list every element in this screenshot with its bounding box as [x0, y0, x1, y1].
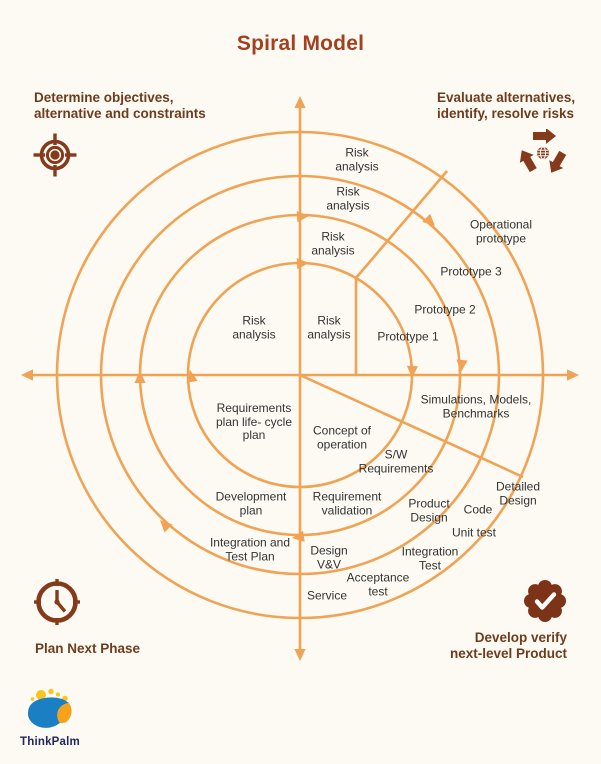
diagram-label-requirement-validation: Requirement validation	[312, 489, 382, 517]
quadrant-label-develop-verify: Develop verify next-level Product	[449, 630, 567, 661]
diagram-label-operational-prototype: Operational prototype	[469, 217, 533, 245]
diagram-label-integration-test: Integration Test	[401, 544, 459, 572]
target-icon	[33, 133, 77, 177]
diagram-label-risk-analysis-ring2: Risk analysis	[311, 229, 355, 257]
diagram-label-prototype-2: Prototype 2	[414, 302, 476, 317]
diagram-label-concept-of-operation: Concept of operation	[312, 423, 372, 451]
diagram-label-service: Service	[306, 588, 348, 603]
diagram-label-prototype-3: Prototype 3	[440, 264, 502, 279]
diagram-label-sw-requirements: S/W Requirements	[358, 447, 434, 475]
diagram-label-requirements-plan: Requirements plan life- cycle plan	[215, 400, 293, 442]
quadrant-label-plan-next-phase: Plan Next Phase	[35, 641, 141, 656]
diagram-label-detailed-design: Detailed Design	[495, 479, 541, 507]
diagram-label-risk-analysis-ring3: Risk analysis	[326, 184, 370, 212]
diagram-label-development-plan: Development plan	[215, 489, 287, 517]
diagram-label-risk-analysis-inner-right: Risk analysis	[307, 313, 351, 341]
diagram-label-integration-test-plan: Integration and Test Plan	[209, 535, 291, 563]
check-glyph	[534, 592, 557, 610]
recycle-icon	[519, 129, 567, 173]
diagram-label-risk-analysis-inner-left: Risk analysis	[232, 313, 276, 341]
diagram-label-risk-analysis-ring4: Risk analysis	[335, 145, 379, 173]
clock-icon	[34, 579, 80, 625]
thinkpalm-logo: ThinkPalm	[20, 686, 80, 748]
thinkpalm-brand-text: ThinkPalm	[20, 736, 80, 748]
diagram-label-code: Code	[463, 502, 493, 517]
quadrant-label-evaluate-alternatives: Evaluate alternatives, identify, resolve…	[437, 90, 576, 121]
diagram-label-acceptance-test: Acceptance test	[346, 570, 410, 598]
diagram-label-simulations-models: Simulations, Models, Benchmarks	[420, 392, 532, 420]
badge-check-icon	[524, 580, 566, 622]
upper-right-boundary-line	[355, 170, 448, 279]
quadrant-label-determine-objectives: Determine objectives, alternative and co…	[34, 90, 206, 121]
diagram-label-product-design: Product Design	[408, 496, 450, 524]
diagram-label-prototype-1: Prototype 1	[377, 329, 439, 344]
diagram-label-design-vv: Design V&V	[310, 543, 348, 571]
diagram-label-unit-test: Unit test	[451, 525, 497, 540]
lower-right-boundary-line	[299, 373, 524, 479]
thinkpalm-logo-icon	[27, 688, 72, 728]
page-title: Spiral Model	[236, 32, 365, 55]
